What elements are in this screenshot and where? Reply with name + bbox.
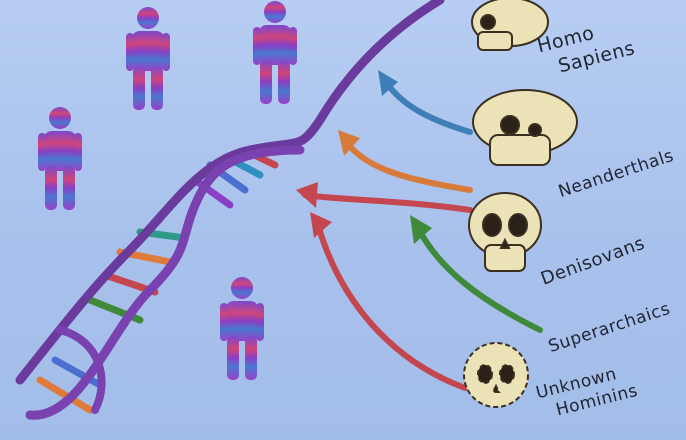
human-figure-icon xyxy=(126,7,170,110)
human-figure-icon xyxy=(38,107,82,210)
skull-icon xyxy=(472,89,578,166)
skull-icon xyxy=(463,342,529,408)
arrowheads xyxy=(296,70,432,244)
human-figure-icon xyxy=(220,277,264,380)
skull-icon xyxy=(468,192,542,272)
skull-icon xyxy=(471,0,549,51)
human-figure-icon xyxy=(253,1,297,104)
dna-helix-icon xyxy=(15,0,445,420)
